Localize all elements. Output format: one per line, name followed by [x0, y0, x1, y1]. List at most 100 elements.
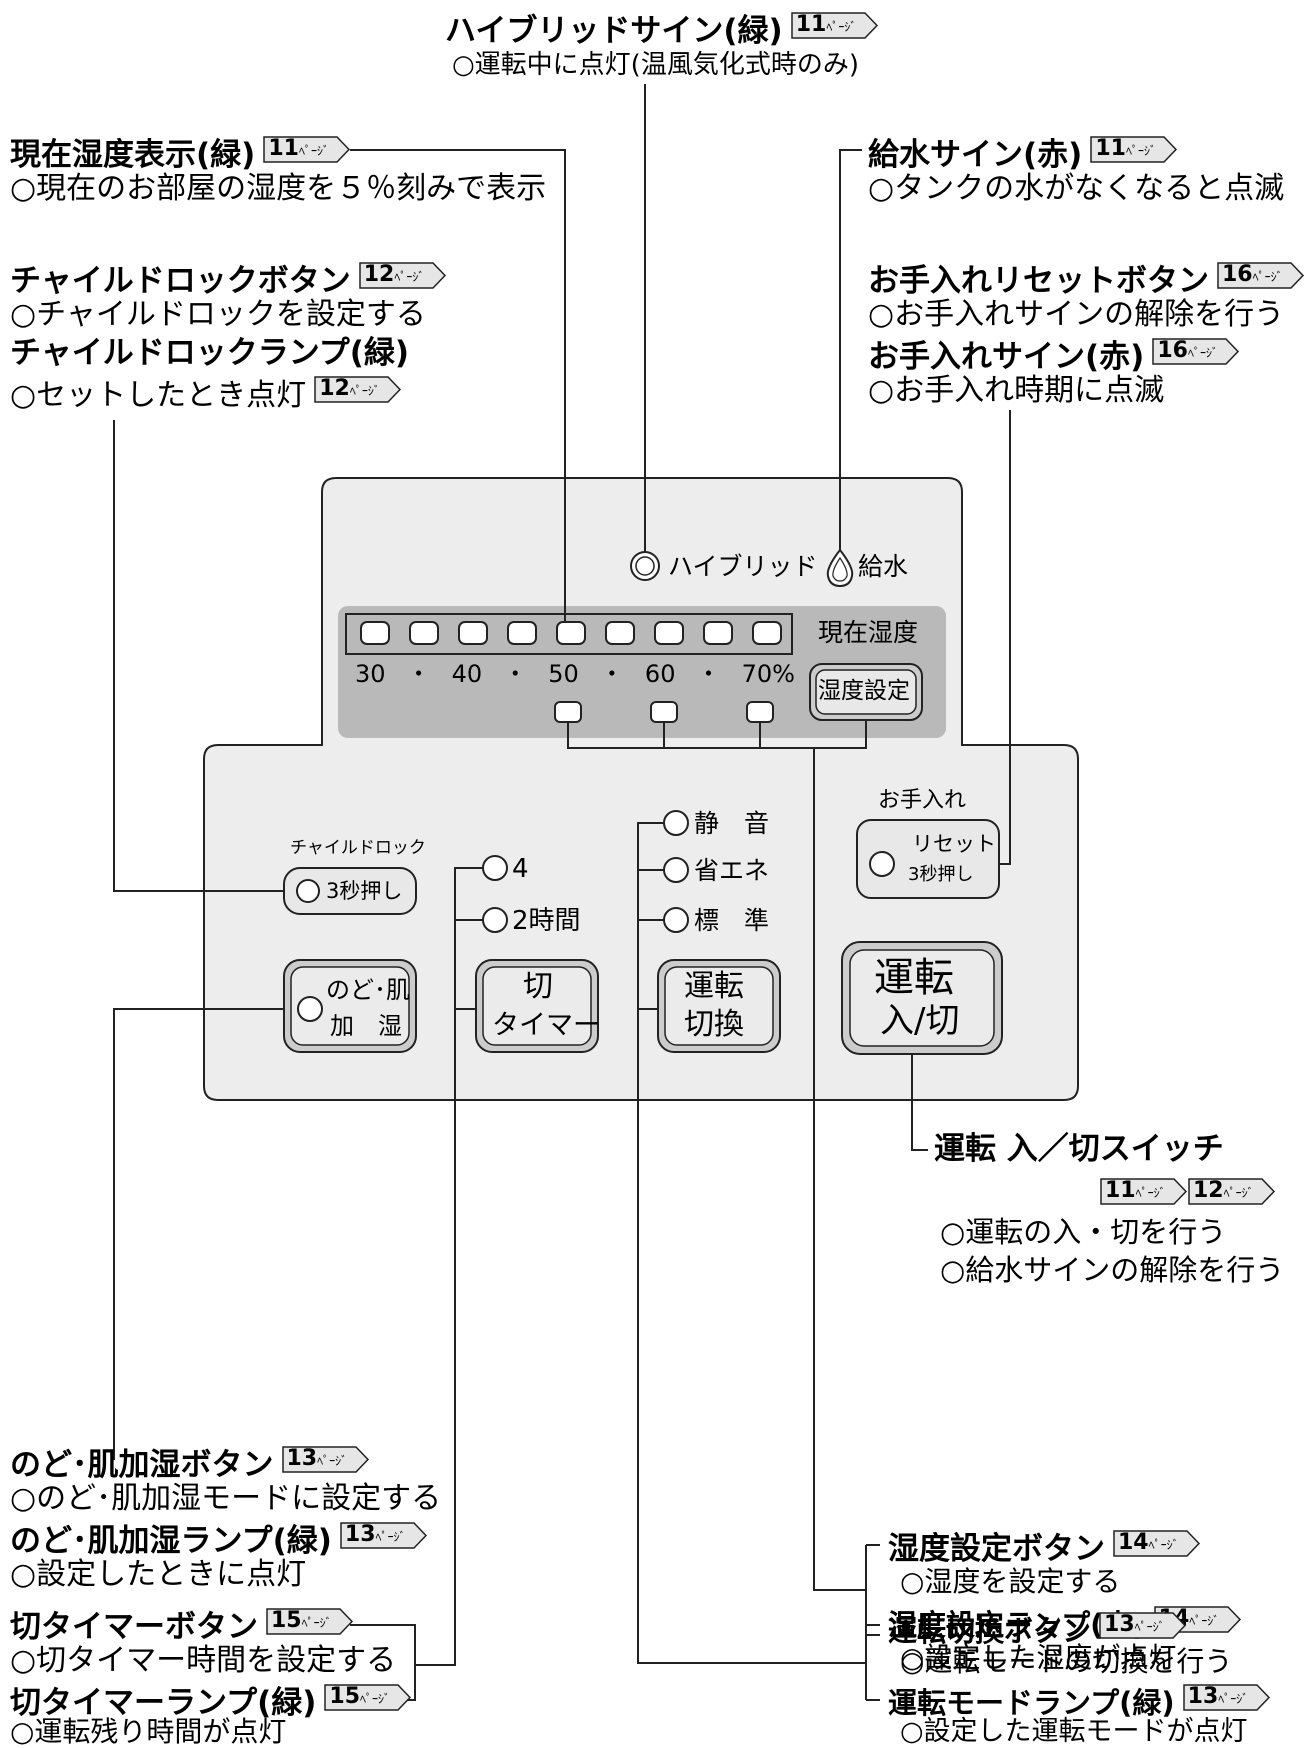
child-lock-lamp-desc: ○セットしたとき点灯 12ﾍﾟｰｼﾞ [10, 376, 402, 411]
page-ref: 15ﾍﾟｰｼﾞ [324, 1684, 412, 1711]
page-ref: 16ﾍﾟｰｼﾞ [1152, 338, 1240, 365]
page-suffix: ﾍﾟｰｼﾞ [375, 1530, 406, 1544]
timer-4h-lamp [482, 855, 508, 881]
child-lock-button[interactable]: 3秒押し [326, 879, 403, 903]
page-suffix: ﾍﾟｰｼﾞ [1125, 144, 1156, 158]
page-number: 11 [268, 136, 299, 161]
scale-tick: 50 [548, 660, 579, 688]
humidity-led [360, 621, 390, 645]
care-reset-sub: 3秒押し [908, 864, 974, 885]
page-suffix: ﾍﾟｰｼﾞ [1252, 270, 1283, 284]
nodo-lamp-title: のど･肌加湿ランプ(緑) 13ﾍﾟｰｼﾞ [10, 1522, 428, 1557]
page-suffix: ﾍﾟｰｼﾞ [298, 144, 329, 158]
scale-tick: 40 [451, 660, 483, 688]
page-suffix: ﾍﾟｰｼﾞ [394, 270, 425, 284]
care-sign-title: お手入れサイン(赤) 16ﾍﾟｰｼﾞ [868, 338, 1240, 373]
humidity-led [458, 621, 488, 645]
power-switch-desc1: ○運転の入・切を行う [940, 1215, 1227, 1249]
water-label: 給水 [858, 552, 909, 581]
humidity-display-desc: ○現在のお部屋の湿度を５％刻みで表示 [10, 171, 547, 206]
page-ref: 12ﾍﾟｰｼﾞ [358, 262, 447, 289]
callout-title: のど･肌加湿ランプ(緑) [10, 1523, 332, 1559]
mode-std-label: 標 準 [694, 906, 770, 935]
nodo-button-title: のど･肌加湿ボタン 13ﾍﾟｰｼﾞ [10, 1446, 370, 1481]
callout-title: 運転モードランプ(緑) [888, 1686, 1175, 1720]
mode-button-line2: 切換 [684, 1007, 744, 1042]
humidity-led [654, 621, 684, 645]
nodo-lamp-desc: ○設定したときに点灯 [10, 1557, 307, 1592]
page-ref: 14ﾍﾟｰｼﾞ [1113, 1530, 1201, 1557]
page-ref: 12ﾍﾟｰｼﾞ [1188, 1178, 1276, 1205]
page-suffix: ﾍﾟｰｼﾞ [1134, 1620, 1165, 1634]
humidity-display-area [338, 606, 946, 738]
callout-title: ハイブリッドサイン(緑) [445, 13, 783, 49]
humidity-led [605, 621, 635, 645]
callout-title: のど･肌加湿ボタン [10, 1447, 274, 1483]
page-number: 13 [344, 1522, 376, 1547]
page-ref: 13ﾍﾟｰｼﾞ [281, 1446, 370, 1473]
scale-tick: ・ [599, 660, 624, 688]
callout-title: お手入れサイン(赤) [868, 339, 1145, 375]
timer-2h-lamp [482, 907, 508, 933]
page-number: 14 [1118, 1530, 1149, 1555]
hybrid-label: ハイブリッド [668, 552, 818, 581]
page-ref: 13ﾍﾟｰｼﾞ [1182, 1684, 1271, 1711]
page-ref: 13ﾍﾟｰｼﾞ [1099, 1612, 1187, 1639]
child-lock-button-desc: ○チャイルドロックを設定する [10, 297, 426, 332]
child-lock-lamp-title: チャイルドロックランプ(緑) [10, 335, 410, 371]
page-number: 11 [1095, 136, 1126, 161]
hybrid-sign-desc: ○運転中に点灯(温風気化式時のみ) [452, 50, 859, 80]
timer-button-title: 切タイマーボタン 15ﾍﾟｰｼﾞ [10, 1608, 354, 1643]
callout-title: 切タイマーボタン [10, 1609, 258, 1645]
page-number: 15 [271, 1608, 302, 1633]
child-lock-label: チャイルドロック [290, 838, 426, 858]
page-suffix: ﾍﾟｰｼﾞ [1148, 1538, 1179, 1552]
humidity-led [409, 621, 439, 645]
mode-eco-lamp [663, 857, 689, 883]
page-number: 13 [286, 1446, 318, 1471]
page-ref: 12ﾍﾟｰｼﾞ [314, 376, 402, 403]
humidity-led [507, 621, 537, 645]
humidity-set-button[interactable]: 湿度設定 [818, 678, 910, 704]
page-suffix: ﾍﾟｰｼﾞ [1189, 1614, 1220, 1628]
scale-tick: 30 [355, 660, 386, 688]
page-suffix: ﾍﾟｰｼﾞ [349, 384, 380, 398]
care-reset-desc: ○お手入れサインの解除を行う [868, 297, 1285, 332]
care-reset-button[interactable]: リセット [912, 832, 996, 856]
current-humidity-label: 現在湿度 [818, 618, 919, 647]
page-suffix: ﾍﾟｰｼﾞ [301, 1616, 332, 1630]
page-number: 11 [1105, 1178, 1136, 1203]
callout-title: お手入れリセットボタン [868, 263, 1209, 299]
page-ref: 11ﾍﾟｰｼﾞ [1090, 136, 1178, 163]
nodo-button[interactable]: のど･肌 [326, 976, 410, 1004]
mode-button[interactable]: 運転 [684, 969, 744, 1004]
scale-tick: ・ [503, 660, 528, 688]
mode-button-desc: ○運転モードの切換を行う [900, 1645, 1233, 1678]
care-reset-title: お手入れリセットボタン 16ﾍﾟｰｼﾞ [868, 262, 1305, 297]
callout-title: 切タイマーランプ(緑) [10, 1685, 317, 1721]
timer-button[interactable]: 切 [523, 969, 553, 1004]
power-switch-desc2: ○給水サインの解除を行う [940, 1253, 1285, 1287]
humidity-set-lamp [746, 701, 774, 723]
page-number: 13 [1187, 1684, 1219, 1709]
power-switch-title: 運転 入／切スイッチ [934, 1131, 1224, 1167]
humidity-set-lamp [554, 701, 582, 723]
mode-button-callout: 運転切換ボタン 13ﾍﾟｰｼﾞ [888, 1612, 1187, 1646]
water-sign-title: 給水サイン(赤)11ﾍﾟｰｼﾞ [868, 136, 1178, 171]
callout-title: 運転切換ボタン [888, 1614, 1092, 1648]
scale-tick: 60 [644, 660, 676, 688]
care-sign-desc: ○お手入れ時期に点滅 [868, 373, 1165, 408]
page-ref: 11ﾍﾟｰｼﾞ [263, 136, 351, 163]
callout-desc: ○セットしたとき点灯 [10, 378, 307, 413]
page-number: 16 [1222, 262, 1253, 287]
control-panel-diagram [113, 84, 1079, 1701]
power-button[interactable]: 運転 [874, 955, 954, 1001]
mode-quiet-lamp [663, 810, 689, 836]
timer-button-line2: タイマー [492, 1010, 600, 1041]
page-suffix: ﾍﾟｰｼﾞ [1187, 346, 1218, 360]
water-sign-desc: ○タンクの水がなくなると点滅 [868, 171, 1285, 206]
care-label: お手入れ [878, 788, 967, 813]
